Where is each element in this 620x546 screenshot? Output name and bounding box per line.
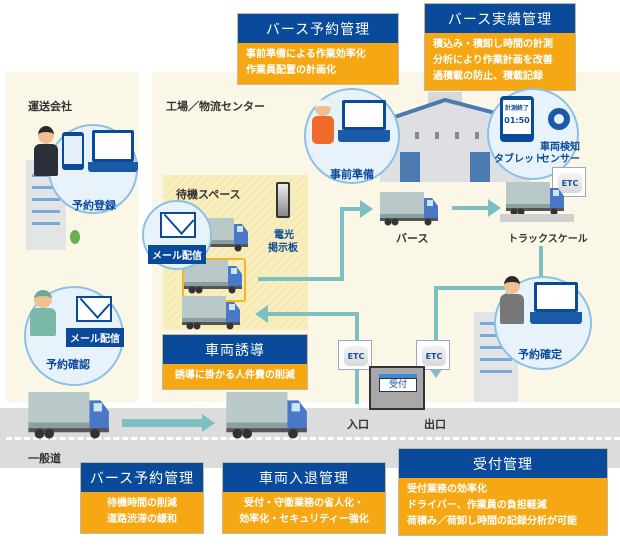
card-berth-reservation-top: バース予約管理 事前準備による作業効率化 作業員配置の計画化	[237, 13, 399, 85]
card-line: ドライバー、作業員の負担軽減	[407, 500, 547, 511]
card-line: 過積載の防止、積載記録	[433, 71, 543, 82]
exit-label: 出口	[424, 418, 446, 431]
berth-label: バース	[396, 232, 429, 245]
truck-scale-platform	[500, 214, 574, 222]
signage-label-line1: 電光	[274, 230, 294, 241]
etc-label: ETC	[344, 346, 368, 366]
etc-label: ETC	[558, 173, 582, 193]
card-line: 事前準備による作業効率化	[246, 49, 366, 60]
sensor-label-line1: 車両検知	[540, 142, 580, 153]
card-line: 作業員配置の計画化	[246, 65, 336, 76]
bubble-label-reservation-confirmed: 予約確定	[518, 348, 562, 361]
laptop-keyboard	[530, 312, 582, 324]
road-truck-arriving	[28, 392, 112, 446]
truck-scale-label: トラックスケール	[508, 234, 588, 245]
zone-label-carrier: 運送会社	[28, 100, 72, 113]
card-title: 受付管理	[399, 449, 607, 478]
arrow-entrance-horizontal	[268, 312, 359, 316]
signage-label-line2: 掲示板	[268, 243, 298, 254]
road-truck-at-gate	[226, 392, 310, 446]
zone-label-waiting-space: 待機スペース	[176, 188, 241, 201]
mail-delivery-tag: メール配信	[66, 328, 124, 347]
card-vehicle-guidance: 車両誘導 誘導に掛かる人件費の削減	[162, 334, 308, 390]
zone-label-public-road: 一般道	[28, 452, 61, 465]
zone-label-factory: 工場／物流センター	[166, 100, 265, 113]
card-line: 受付業務の効率化	[407, 484, 487, 495]
card-title: バース実績管理	[425, 4, 575, 33]
arrow-scale-down	[539, 246, 543, 288]
tablet-icon: 計測終了 01:50	[500, 96, 534, 142]
manager-avatar	[500, 276, 524, 324]
card-title: バース予約管理	[81, 463, 203, 492]
bubble-label-advance-preparation: 事前準備	[330, 168, 374, 181]
businessman-avatar	[34, 126, 58, 178]
arrow-waiting-to-berth-riser	[340, 207, 344, 281]
arrow-to-berth-head	[360, 200, 373, 218]
card-line: 待機時間の削減	[107, 498, 177, 509]
arrow-road-shaft	[122, 419, 204, 427]
card-line: 受付・守衛業務の省人化・	[244, 498, 364, 509]
digital-signage-icon	[276, 182, 290, 218]
mail-delivery-tag: メール配信	[148, 245, 206, 264]
arrow-to-scale-shaft	[452, 206, 488, 210]
laptop-icon	[342, 100, 386, 130]
worker-avatar	[312, 100, 334, 146]
card-line: 道路渋滞の緩和	[107, 514, 177, 525]
tablet-screen-time: 01:50	[504, 116, 530, 125]
laptop-keyboard	[338, 130, 390, 142]
waiting-truck-3	[182, 296, 242, 336]
driver-avatar	[30, 290, 56, 336]
road-lane-marking	[6, 437, 620, 440]
card-title: 車両誘導	[163, 335, 307, 364]
laptop-icon	[534, 282, 578, 312]
card-line: 積込み・積卸し時間の計測	[433, 39, 553, 50]
arrow-road-head	[202, 414, 215, 432]
etc-label: ETC	[422, 346, 446, 366]
card-line: 誘導に掛かる人件費の削減	[175, 370, 295, 381]
mail-envelope-icon	[76, 296, 112, 322]
vehicle-sensor-icon	[548, 108, 570, 130]
tablet-screen-title: 計測終了	[504, 105, 529, 112]
arrow-to-scale-head	[488, 199, 501, 217]
reception-booth: 受付	[369, 366, 425, 410]
card-line: 分析により作業計画を改善	[433, 55, 553, 66]
bubble-label-reservation-registration: 予約登録	[72, 199, 116, 212]
reception-booth-sign: 受付	[379, 378, 417, 392]
laptop-keyboard	[88, 162, 138, 172]
arrow-to-berth-shaft	[340, 207, 360, 211]
mail-envelope-icon	[160, 212, 196, 238]
card-line: 効率化・セキュリティー強化	[239, 514, 369, 525]
card-reception: 受付管理 受付業務の効率化 ドライバー、作業員の負担軽減 荷積み／荷卸し時間の記…	[398, 448, 608, 536]
entrance-label: 入口	[347, 418, 369, 431]
arrow-to-exit-horizontal	[434, 286, 543, 290]
card-title: バース予約管理	[238, 14, 398, 43]
smartphone-icon	[62, 132, 84, 170]
etc-reader-entrance: ETC	[338, 340, 372, 370]
arrow-entrance-head	[255, 305, 268, 323]
arrow-waiting-to-berth-shaft	[258, 277, 342, 281]
card-vehicle-entry-exit: 車両入退管理 受付・守衛業務の省人化・ 効率化・セキュリティー強化	[222, 462, 386, 534]
card-line: 荷積み／荷卸し時間の記録分析が可能	[407, 516, 577, 527]
etc-reader-exit: ETC	[416, 340, 450, 370]
card-title: 車両入退管理	[223, 463, 385, 492]
laptop-icon	[92, 130, 134, 162]
card-berth-reservation-bottom: バース予約管理 待機時間の削減 道路渋滞の緩和	[80, 462, 204, 534]
card-berth-performance: バース実績管理 積込み・積卸し時間の計測 分析により作業計画を改善 過積載の防止…	[424, 3, 576, 91]
tree-icon	[70, 230, 80, 244]
sensor-label-line2: センサー	[540, 154, 580, 165]
bubble-label-reservation-confirmation: 予約確認	[46, 358, 90, 371]
berth-truck	[380, 192, 440, 232]
arrow-to-exit-vertical	[434, 286, 438, 366]
tablet-label: タブレット	[494, 154, 544, 165]
